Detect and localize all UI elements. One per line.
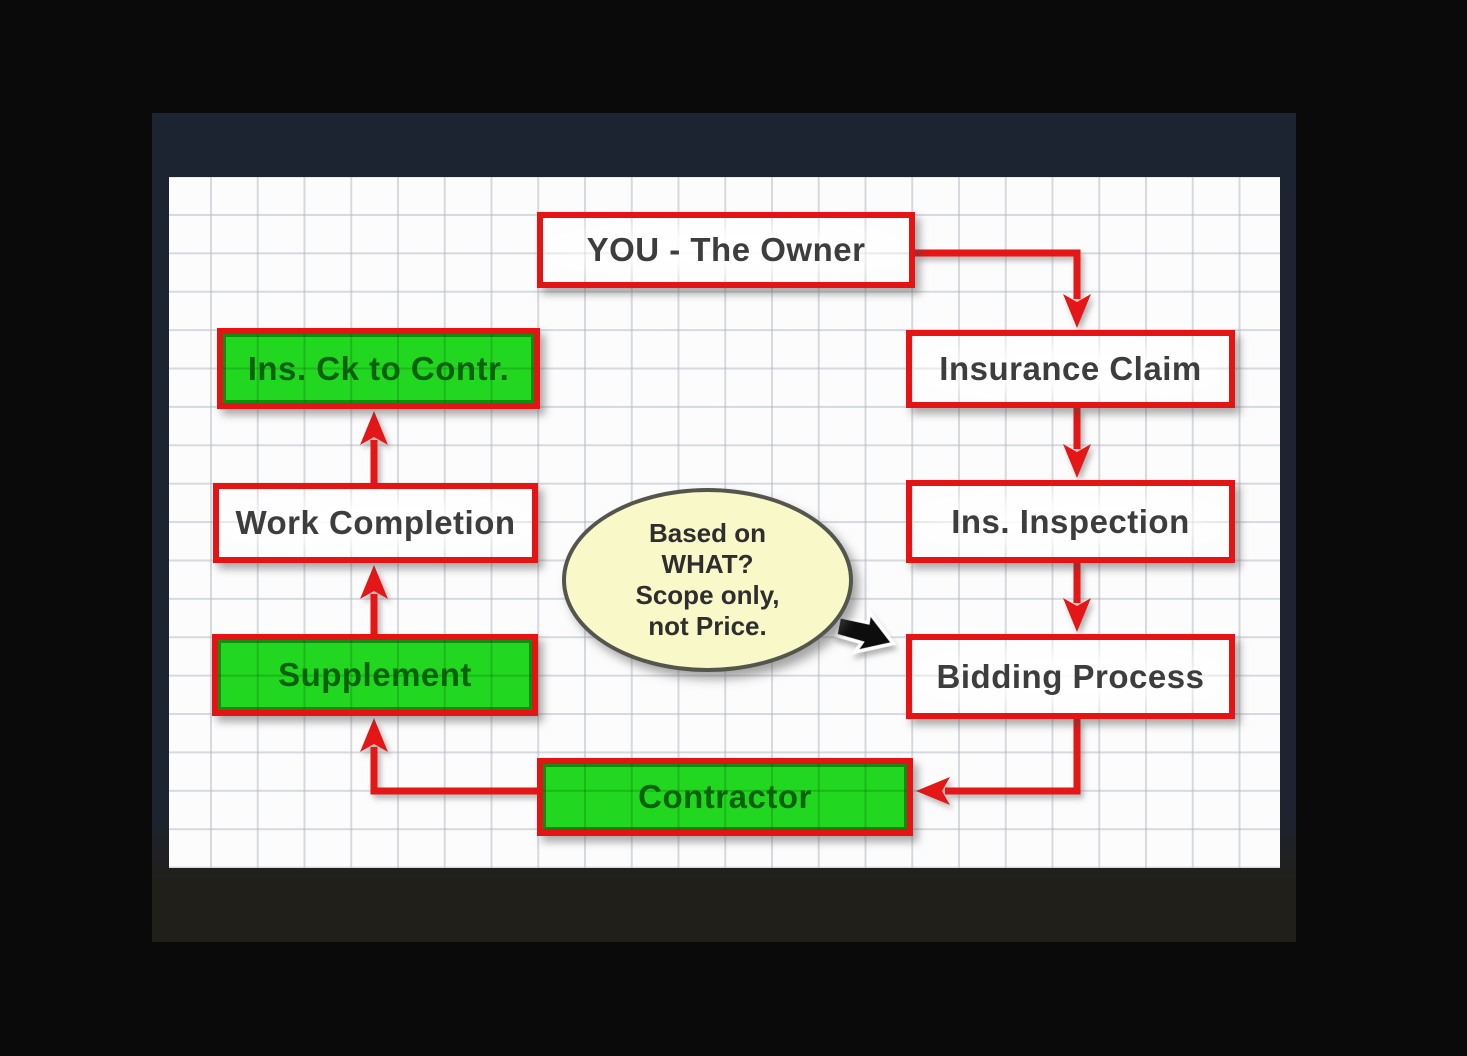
node-bidding-process: Bidding Process [906, 634, 1235, 719]
node-label: Work Completion [235, 504, 516, 541]
node-label: Supplement [278, 656, 472, 693]
callout-line: WHAT? [661, 549, 754, 579]
slide-panel: YOU - The Owner Insurance Claim Ins. Ins… [152, 113, 1296, 942]
callout-ellipse: Based on WHAT? Scope only, not Price. [562, 488, 853, 672]
callout-line: not Price. [648, 611, 767, 641]
callout-line: Scope only, [635, 580, 780, 610]
node-contractor: Contractor [537, 758, 913, 836]
node-insurance-claim: Insurance Claim [906, 330, 1235, 408]
node-label: Ins. Ck to Contr. [247, 349, 510, 387]
node-ins-ck-to-contr: Ins. Ck to Contr. [217, 328, 540, 409]
node-supplement: Supplement [212, 634, 538, 716]
callout-line: Based on [648, 518, 767, 548]
node-label: YOU - The Owner [586, 231, 866, 268]
node-you-the-owner: YOU - The Owner [537, 212, 915, 288]
node-label: Contractor [638, 778, 812, 815]
node-label: Ins. Inspection [951, 502, 1190, 540]
node-label: Bidding Process [936, 657, 1205, 695]
grid-whiteboard: YOU - The Owner Insurance Claim Ins. Ins… [169, 177, 1280, 868]
node-ins-inspection: Ins. Inspection [906, 480, 1235, 563]
node-work-completion: Work Completion [213, 483, 538, 563]
node-label: Insurance Claim [939, 350, 1202, 387]
